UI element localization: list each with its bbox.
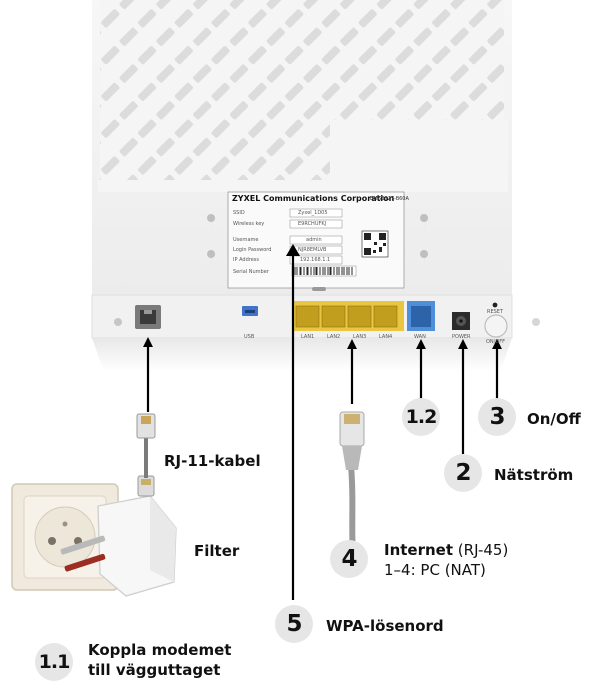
socket-hole-left (48, 537, 56, 545)
router-vent-edge (98, 180, 508, 192)
connect-label-line1: Koppla modemet (88, 641, 232, 659)
lan1-port (295, 305, 320, 328)
keyhole-top-right (420, 214, 429, 234)
rj45-boot (342, 446, 362, 470)
rj45-plug (339, 411, 365, 561)
port-label-reset: RESET (487, 309, 504, 315)
callout-label-power: Nätström (494, 466, 574, 484)
filter-pin-top (60, 535, 106, 555)
arrow-password-head (286, 244, 300, 256)
keyhole-bottom-right (420, 250, 429, 270)
sticker-brand: ZYXEL Communications Corporation (232, 194, 395, 203)
port-label-lan3: LAN3 (353, 334, 367, 340)
part-label-rj11: RJ-11-kabel (164, 452, 261, 470)
keyhole-bottom-left (207, 250, 216, 270)
reset-hole (492, 302, 498, 308)
callout-badge-1-2: 1.2 (402, 398, 440, 436)
callout-badge-2: 2 (444, 454, 482, 492)
sticker-key-wireless: Wireless key (233, 221, 265, 227)
qr-code (361, 230, 389, 258)
sticker-key-ssid: SSID (233, 210, 245, 216)
callout-badge-1-1: 1.1 (35, 643, 73, 681)
callout-badge-5: 5 (275, 605, 313, 643)
sticker-key-username: Username (233, 237, 259, 243)
keyhole-top-left (207, 214, 216, 234)
callout-label-onoff: On/Off (527, 410, 581, 428)
port-label-lan1: LAN1 (301, 334, 315, 340)
port-label-usb: USB (244, 334, 255, 340)
callout-label-internet: Internet (RJ-45) 1–4: PC (NAT) (384, 540, 508, 580)
internet-label-sub: 1–4: PC (NAT) (384, 561, 486, 579)
wall-socket-assembly (11, 475, 177, 597)
internet-label-rest: (RJ-45) (453, 541, 509, 559)
rj11-cable (136, 413, 156, 478)
onoff-button (484, 314, 508, 338)
sticker-value-ip: 192.168.1.1 (300, 257, 331, 263)
sticker-serial-label: Serial Number (233, 269, 269, 275)
router-body (91, 0, 540, 372)
router-stand (92, 338, 512, 372)
sticker-slot (312, 287, 326, 291)
filter-pin-bottom (64, 553, 106, 572)
lan3-port (347, 305, 372, 328)
router-panel-plain (330, 120, 508, 190)
callout-label-wpa: WPA-lösenord (326, 617, 444, 635)
part-label-filter: Filter (194, 542, 240, 560)
lan4-port (373, 305, 398, 328)
sticker-value-ssid: Zyxel_1D05 (298, 210, 328, 216)
port-label-wan: WAN (414, 334, 426, 340)
port-label-power: POWER (452, 334, 471, 340)
port-row (135, 301, 508, 338)
port-label-onoff: ON/OFF (486, 339, 506, 345)
connect-label-line2: till vägguttaget (88, 661, 221, 679)
internet-label-bold: Internet (384, 541, 454, 559)
sticker-key-password: Login Password (233, 247, 272, 253)
callout-badge-3: 3 (478, 398, 516, 436)
sticker-key-ip: IP Address (233, 257, 259, 263)
lan2-port (321, 305, 346, 328)
screw-right (532, 318, 540, 326)
port-label-lan2: LAN2 (327, 334, 341, 340)
connection-lines (143, 250, 502, 600)
port-label-lan4: LAN4 (379, 334, 393, 340)
sticker-value-password: NJR8EMLVB (298, 247, 327, 253)
sticker-value-username: admin (306, 237, 322, 243)
sticker-value-wireless: E9RCHUFKJ (298, 221, 327, 227)
sticker-model: EMG3927-B60A (370, 196, 409, 202)
callout-badge-4: 4 (330, 540, 368, 578)
info-sticker (227, 191, 405, 291)
serial-barcode (291, 265, 357, 277)
screw-left (114, 318, 122, 326)
callout-label-connect: Koppla modemet till vägguttaget (88, 640, 231, 680)
